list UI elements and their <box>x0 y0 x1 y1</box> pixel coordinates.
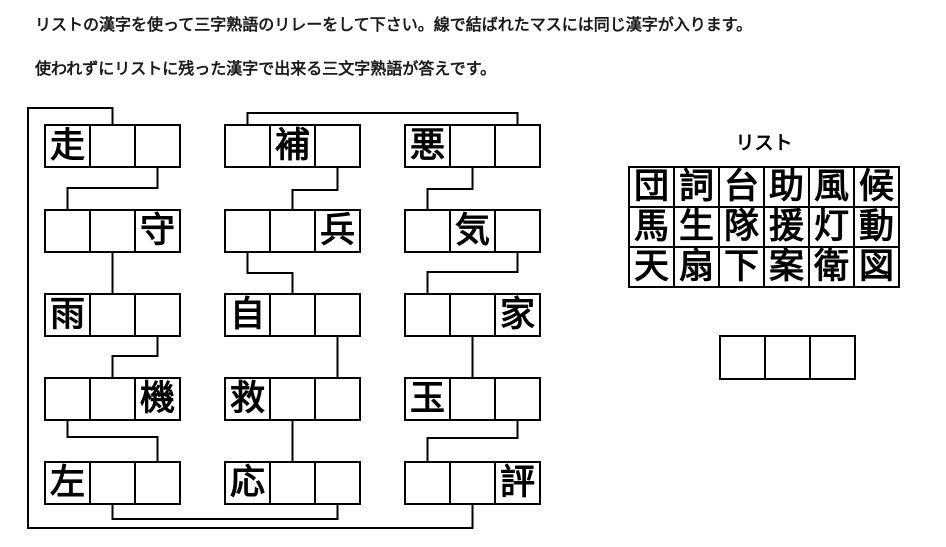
answer-cell[interactable] <box>721 337 764 378</box>
puzzle-cell-empty[interactable] <box>269 463 314 503</box>
puzzle-box-r5-mid: 応 <box>224 461 361 505</box>
puzzle-box-r4-left: 機 <box>44 377 181 421</box>
puzzle-cell-filled: 応 <box>229 463 265 503</box>
list-cell: 馬 <box>628 206 675 248</box>
puzzle-box-r3-right: 家 <box>404 293 541 337</box>
puzzle-cell-empty[interactable] <box>134 126 179 166</box>
puzzle-cell-empty[interactable] <box>314 295 359 335</box>
puzzle-cell-empty[interactable] <box>134 463 179 503</box>
puzzle-cell-filled: 気 <box>449 211 494 251</box>
list-title: リスト <box>735 132 793 154</box>
answer-box <box>719 335 856 380</box>
puzzle-cell-empty[interactable] <box>89 379 134 419</box>
puzzle-cell-empty[interactable] <box>449 379 494 419</box>
puzzle-cell-filled: 守 <box>134 211 179 251</box>
answer-cell[interactable] <box>764 337 809 378</box>
puzzle-cell-empty[interactable] <box>269 295 314 335</box>
list-cell: 台 <box>718 166 765 208</box>
puzzle-cell-empty[interactable] <box>269 211 314 251</box>
list-cell: 援 <box>763 206 810 248</box>
list-row: 馬 生 隊 援 灯 動 <box>628 206 900 248</box>
list-cell: 詞 <box>673 166 720 208</box>
puzzle-box-r1-left: 走 <box>44 124 181 168</box>
puzzle-cell-empty[interactable] <box>494 379 539 419</box>
puzzle-cell-empty[interactable] <box>406 463 449 503</box>
list-cell: 衛 <box>808 246 855 288</box>
list-cell: 天 <box>628 246 675 288</box>
puzzle-cell-empty[interactable] <box>449 295 494 335</box>
puzzle-box-r4-right: 玉 <box>404 377 541 421</box>
puzzle-cell-filled: 救 <box>229 379 265 419</box>
puzzle-cell-filled: 雨 <box>49 295 85 335</box>
instruction-line-1: リストの漢字を使って三字熟語のリレーをして下さい。線で結ばれたマスには同じ漢字が… <box>35 15 753 34</box>
puzzle-cell-empty[interactable] <box>314 379 359 419</box>
puzzle-cell-filled: 左 <box>49 463 85 503</box>
puzzle-cell-empty[interactable] <box>449 126 494 166</box>
puzzle-cell-empty[interactable] <box>89 211 134 251</box>
list-cell: 生 <box>673 206 720 248</box>
puzzle-box-r1-mid: 補 <box>224 124 361 168</box>
puzzle-cell-empty[interactable] <box>494 126 539 166</box>
puzzle-cell-empty[interactable] <box>226 126 269 166</box>
puzzle-box-r5-left: 左 <box>44 461 181 505</box>
puzzle-cell-empty[interactable] <box>269 379 314 419</box>
puzzle-box-r5-right: 評 <box>404 461 541 505</box>
puzzle-cell-filled: 玉 <box>409 379 445 419</box>
puzzle-cell-filled: 補 <box>269 126 314 166</box>
puzzle-cell-empty[interactable] <box>449 463 494 503</box>
puzzle-cell-empty[interactable] <box>46 379 89 419</box>
puzzle-cell-filled: 走 <box>49 126 85 166</box>
list-cell: 助 <box>763 166 810 208</box>
puzzle-cell-filled: 評 <box>494 463 539 503</box>
puzzle-cell-empty[interactable] <box>134 295 179 335</box>
puzzle-box-r1-right: 悪 <box>404 124 541 168</box>
list-cell: 団 <box>628 166 675 208</box>
puzzle-box-r4-mid: 救 <box>224 377 361 421</box>
list-cell: 扇 <box>673 246 720 288</box>
puzzle-box-r2-left: 守 <box>44 209 181 253</box>
list-cell: 風 <box>808 166 855 208</box>
puzzle-cell-filled: 家 <box>494 295 539 335</box>
puzzle-cell-empty[interactable] <box>226 211 269 251</box>
puzzle-cell-filled: 機 <box>134 379 179 419</box>
instruction-line-2: 使われずにリストに残った漢字で出来る三文字熟語が答えです。 <box>35 59 497 78</box>
puzzle-box-r2-right: 気 <box>404 209 541 253</box>
puzzle-cell-empty[interactable] <box>89 463 134 503</box>
puzzle-cell-empty[interactable] <box>406 295 449 335</box>
puzzle-cell-empty[interactable] <box>494 211 539 251</box>
answer-cell[interactable] <box>809 337 854 378</box>
puzzle-cell-empty[interactable] <box>314 463 359 503</box>
puzzle-cell-filled: 悪 <box>409 126 445 166</box>
puzzle-cell-empty[interactable] <box>46 211 89 251</box>
puzzle-box-r2-mid: 兵 <box>224 209 361 253</box>
list-cell: 下 <box>718 246 765 288</box>
list-cell: 案 <box>763 246 810 288</box>
puzzle-cell-filled: 兵 <box>314 211 359 251</box>
list-cell: 図 <box>853 246 900 288</box>
puzzle-cell-empty[interactable] <box>406 211 449 251</box>
list-row: 天 扇 下 案 衛 図 <box>628 246 900 288</box>
puzzle-cell-empty[interactable] <box>314 126 359 166</box>
puzzle-cell-filled: 自 <box>229 295 265 335</box>
puzzle-cell-empty[interactable] <box>89 126 134 166</box>
puzzle-box-r3-left: 雨 <box>44 293 181 337</box>
list-cell: 隊 <box>718 206 765 248</box>
puzzle-cell-empty[interactable] <box>89 295 134 335</box>
kanji-list-grid: 団 詞 台 助 風 候 馬 生 隊 援 灯 動 天 扇 下 案 衛 図 <box>628 166 900 288</box>
list-cell: 灯 <box>808 206 855 248</box>
list-cell: 動 <box>853 206 900 248</box>
list-row: 団 詞 台 助 風 候 <box>628 166 900 208</box>
puzzle-box-r3-mid: 自 <box>224 293 361 337</box>
list-cell: 候 <box>853 166 900 208</box>
